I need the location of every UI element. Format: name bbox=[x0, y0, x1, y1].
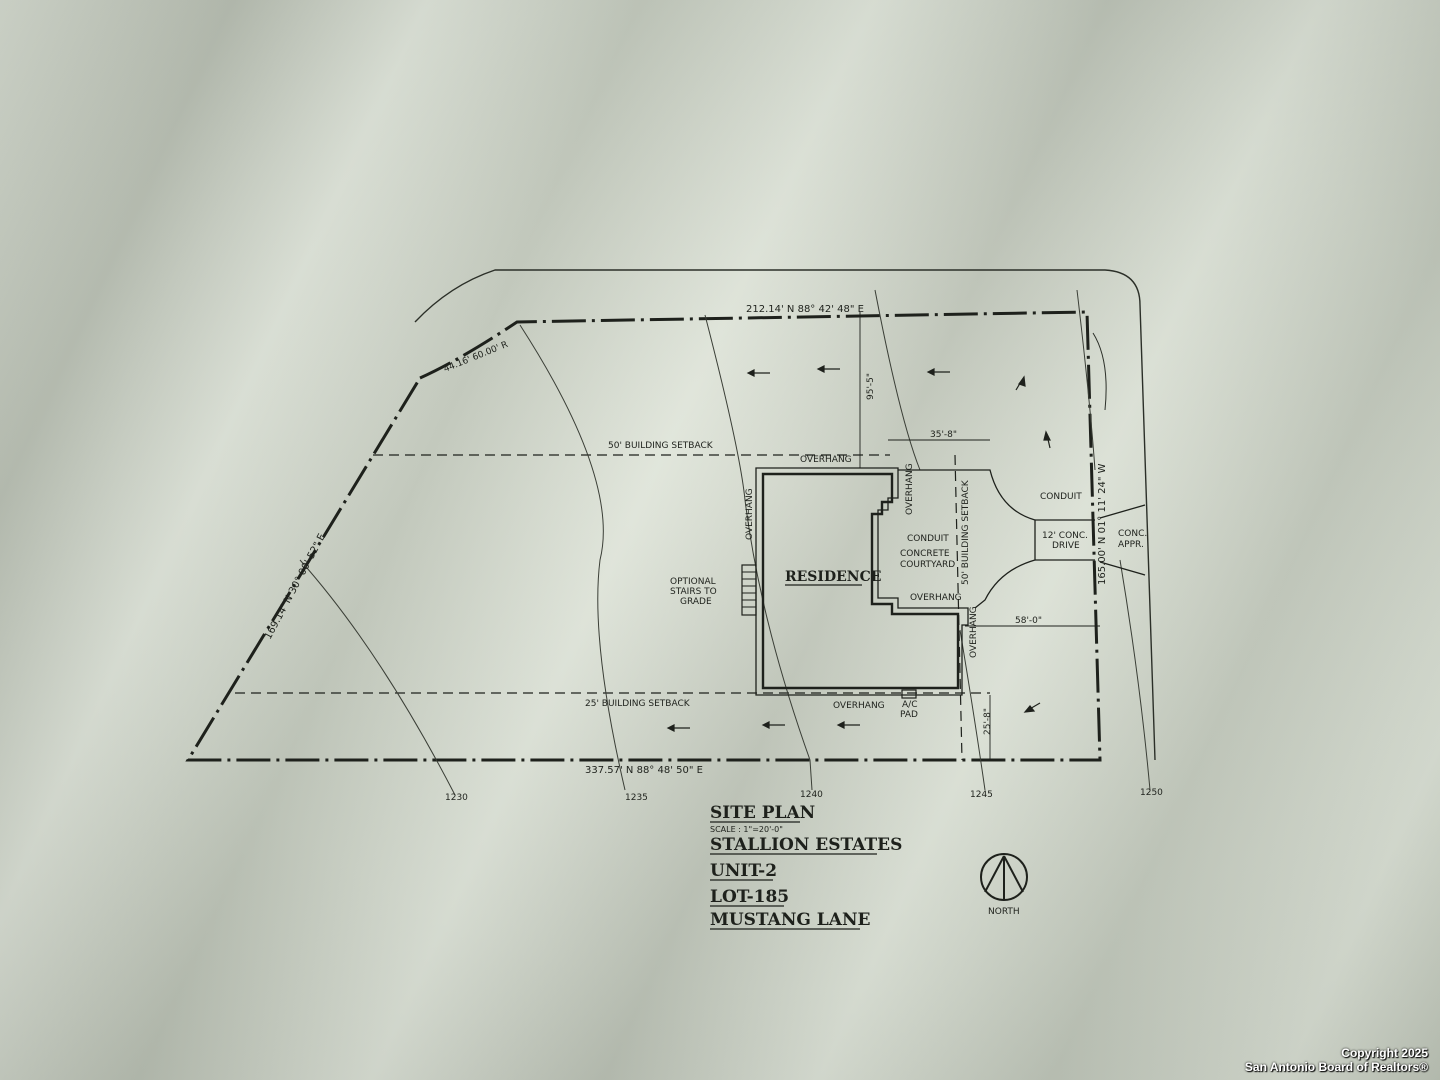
ac-pad bbox=[901, 689, 917, 699]
courtyard-outline bbox=[898, 469, 1036, 609]
drive-label-2: DRIVE bbox=[1052, 541, 1080, 551]
drainage-arrows bbox=[666, 365, 1051, 732]
stairs-label-3: GRADE bbox=[680, 597, 712, 607]
title-unit: UNIT-2 bbox=[710, 861, 777, 881]
courtyard-label-1: CONCRETE bbox=[900, 549, 950, 559]
rear-setback-label: 25' BUILDING SETBACK bbox=[585, 699, 691, 709]
ac-pad-label-1: A/C bbox=[902, 700, 917, 710]
contour-1240 bbox=[704, 314, 813, 791]
property-boundary bbox=[185, 310, 1102, 762]
approach-label-1: CONC. bbox=[1118, 529, 1147, 539]
street-curb-line bbox=[414, 269, 1156, 761]
copyright-line-2: San Antonio Board of Realtors® bbox=[1244, 1060, 1428, 1074]
front-setback-label: 50' BUILDING SETBACK bbox=[608, 441, 714, 451]
optional-stairs bbox=[741, 564, 757, 616]
west-boundary-label: 169.14' N 30° 00' 52" E bbox=[263, 532, 328, 641]
dim-right-label: 58'-0" bbox=[1015, 616, 1042, 626]
north-boundary-label: 212.14' N 88° 42' 48" E bbox=[746, 304, 864, 315]
curve-label: 44.16' 60.00' R bbox=[442, 340, 509, 375]
ac-pad-label-2: PAD bbox=[900, 710, 918, 720]
overhang-right-label: OVERHANG bbox=[969, 606, 979, 658]
title-street: MUSTANG LANE bbox=[710, 910, 870, 930]
contour-1245b bbox=[959, 629, 986, 791]
overhang-left-label: OVERHANG bbox=[745, 488, 755, 540]
dim-top-label: 35'-8" bbox=[930, 430, 957, 440]
courtyard-label-2: COURTYARD bbox=[900, 560, 955, 570]
conduit-courtyard-label: CONDUIT bbox=[907, 534, 949, 544]
contour-label-1250: 1250 bbox=[1140, 788, 1163, 798]
conduit-drive-label: CONDUIT bbox=[1040, 492, 1082, 502]
contour-label-1245: 1245 bbox=[970, 790, 993, 800]
copyright-line-1: Copyright 2025 bbox=[1341, 1046, 1428, 1060]
title-site-plan: SITE PLAN bbox=[710, 803, 815, 823]
overhang-courtyard-label: OVERHANG bbox=[905, 463, 915, 515]
contour-label-1240: 1240 bbox=[800, 790, 823, 800]
drive-curve bbox=[1092, 332, 1107, 411]
overhang-middle-label: OVERHANG bbox=[910, 593, 962, 603]
south-boundary-label: 337.57' N 88° 48' 50" E bbox=[585, 765, 703, 776]
approach-label-2: APPR. bbox=[1118, 540, 1144, 550]
stairs-label-1: OPTIONAL bbox=[670, 577, 716, 587]
dim-bottom-label: 25'-8" bbox=[983, 708, 993, 735]
residence-overhang-outline bbox=[755, 467, 969, 696]
north-label: NORTH bbox=[988, 907, 1020, 917]
contour-label-1235: 1235 bbox=[625, 793, 648, 803]
contour-1250 bbox=[1076, 289, 1096, 471]
contour-1245 bbox=[874, 289, 921, 471]
east-boundary-label: 165.00' N 01° 11' 24" W bbox=[1097, 463, 1108, 585]
stairs-label-2: STAIRS TO bbox=[670, 587, 717, 597]
copyright-watermark: Copyright 2025 San Antonio Board of Real… bbox=[1245, 1046, 1428, 1074]
driveway bbox=[1035, 504, 1146, 576]
drive-label-1: 12' CONC. bbox=[1042, 531, 1088, 541]
title-lot: LOT-185 bbox=[710, 887, 789, 907]
title-scale: SCALE : 1"=20'-0" bbox=[710, 825, 783, 834]
contour-1250b bbox=[1119, 559, 1151, 791]
contour-1230 bbox=[299, 559, 456, 796]
dim-north-label: 95'-5" bbox=[866, 373, 876, 400]
side-setback-label: 50' BUILDING SETBACK bbox=[961, 479, 971, 585]
contour-label-1230: 1230 bbox=[445, 793, 468, 803]
overhang-top-label: OVERHANG bbox=[800, 455, 852, 465]
residence-walls bbox=[761, 472, 960, 690]
north-arrow-icon bbox=[980, 853, 1028, 901]
residence-label: RESIDENCE bbox=[785, 569, 881, 585]
contour-1235 bbox=[519, 324, 626, 791]
overhang-bottom-label: OVERHANG bbox=[833, 701, 885, 711]
title-subdivision: STALLION ESTATES bbox=[710, 835, 902, 855]
